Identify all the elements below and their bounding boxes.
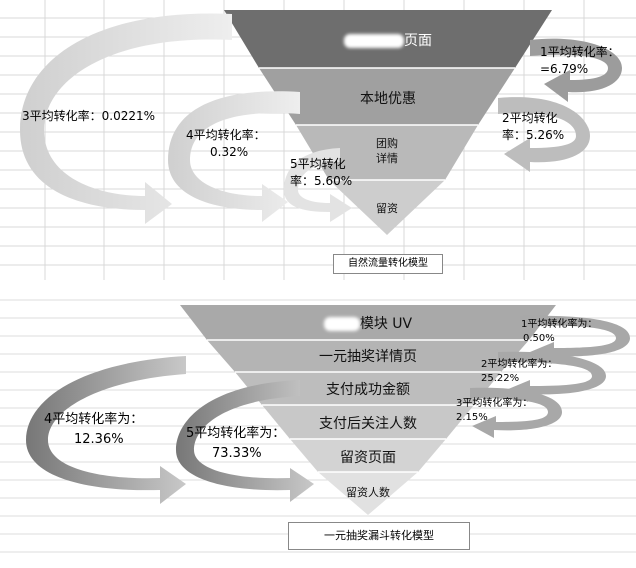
bottom-funnel-level-4 <box>262 405 474 439</box>
bottom-funnel-level-1 <box>180 305 556 340</box>
top-rate-4: 4平均转化率： 0.32% <box>186 128 266 159</box>
bottom-rate-5: 5平均转化率为： 73.33% <box>186 426 286 461</box>
bottom-rate-4: 4平均转化率为： 12.36% <box>44 412 144 447</box>
bottom-funnel-label-1: 模块 UV <box>260 313 476 333</box>
bottom-arrow-5 <box>176 380 314 502</box>
top-arrow-3 <box>20 13 232 225</box>
bottom-funnel-level-5 <box>290 439 446 472</box>
bottom-funnel-label-2: 一元抽奖详情页 <box>319 349 417 365</box>
top-arrow-4 <box>168 91 300 222</box>
bottom-funnel-level-3 <box>235 372 501 405</box>
top-funnel-label-2: 本地优惠 <box>360 91 416 107</box>
top-rate-2: 2平均转化 率：5.26% <box>502 111 565 142</box>
bottom-rate-2: 2平均转化率为： 25.22% <box>481 359 558 384</box>
top-funnel-level-4 <box>329 180 445 235</box>
bottom-funnel <box>180 305 556 515</box>
top-funnel-label-3: 团购 详情 <box>376 137 398 165</box>
top-funnel-label-4: 留资 <box>376 202 398 215</box>
bottom-funnel-level-2 <box>207 340 529 372</box>
top-funnel-label-1: 页面 <box>300 30 476 50</box>
bottom-funnel-level-6 <box>318 472 418 515</box>
top-arrow-5 <box>284 148 352 222</box>
bottom-funnel-label-6: 留资人数 <box>346 486 390 499</box>
top-funnel-level-3 <box>296 125 478 180</box>
bottom-funnel-label-4: 支付后关注人数 <box>319 416 417 432</box>
redacted-blur <box>344 34 404 48</box>
top-arrows <box>20 13 622 225</box>
bottom-arrow-4 <box>26 356 186 504</box>
bottom-arrows <box>26 315 630 504</box>
bottom-arrow-3 <box>470 387 562 438</box>
top-caption: 自然流量转化模型 <box>333 254 443 274</box>
bottom-rate-3: 3平均转化率为： 2.15% <box>456 398 533 423</box>
bottom-arrow-2 <box>498 351 606 402</box>
top-rate-3: 3平均转化率：0.0221% <box>22 109 156 123</box>
top-rate-5: 5平均转化 率：5.60% <box>290 157 353 188</box>
bottom-arrow-1 <box>520 315 630 364</box>
bottom-caption: 一元抽奖漏斗转化模型 <box>288 522 470 550</box>
redacted-blur <box>323 317 360 331</box>
bottom-funnel-label-3: 支付成功金额 <box>326 382 410 398</box>
top-funnel-level-2 <box>259 68 515 125</box>
top-arrow-2 <box>498 97 590 172</box>
bottom-funnel-label-5: 留资页面 <box>340 450 396 466</box>
top-arrow-1 <box>530 38 622 102</box>
bottom-rate-1: 1平均转化率为： 0.50% <box>521 319 598 344</box>
top-gridlines <box>0 0 636 280</box>
top-rate-1: 1平均转化率： =6.79% <box>540 45 620 76</box>
